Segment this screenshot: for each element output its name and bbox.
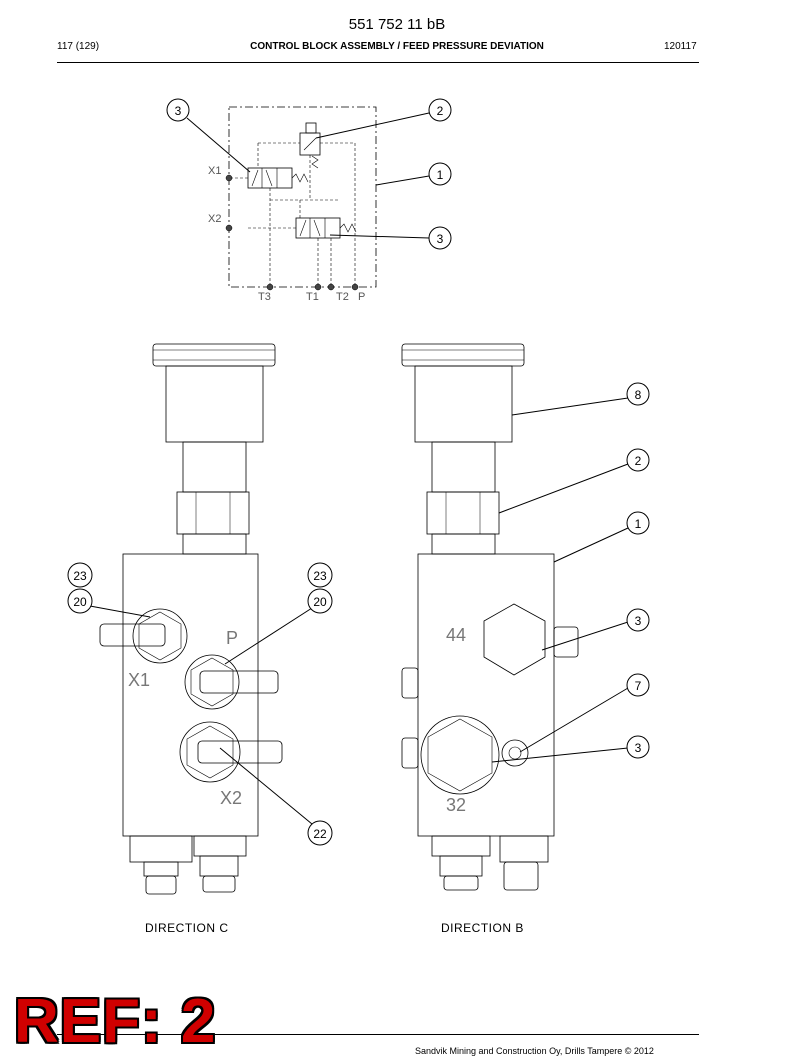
document-code: 551 752 11 bB bbox=[348, 16, 446, 33]
view-b-callout-3-lower: 3 bbox=[626, 735, 650, 759]
body-label-x2: X2 bbox=[220, 788, 242, 808]
body-label-x1: X1 bbox=[128, 670, 150, 690]
view-direction-c: P X1 X2 23 20 23 20 22 bbox=[67, 343, 333, 895]
svg-text:2: 2 bbox=[437, 104, 444, 118]
header-rule bbox=[57, 62, 699, 63]
svg-text:1: 1 bbox=[437, 168, 444, 182]
svg-text:3: 3 bbox=[635, 741, 642, 755]
view-direction-b: 44 32 8 2 1 3 7 bbox=[401, 343, 650, 891]
view-c-callout-23-right: 23 bbox=[307, 562, 333, 588]
view-b-callout-7: 7 bbox=[626, 673, 650, 697]
svg-text:1: 1 bbox=[635, 517, 642, 531]
caption-direction-c: DIRECTION C bbox=[145, 921, 229, 935]
view-b-callout-3-upper: 3 bbox=[626, 608, 650, 632]
svg-text:8: 8 bbox=[635, 388, 642, 402]
svg-text:20: 20 bbox=[313, 595, 327, 609]
view-c-callout-20-left: 20 bbox=[67, 588, 93, 614]
ref-stamp: REF: 2 bbox=[14, 987, 217, 1056]
svg-text:20: 20 bbox=[73, 595, 87, 609]
svg-text:2: 2 bbox=[635, 454, 642, 468]
schematic-callout-2: 2 bbox=[428, 98, 452, 122]
schematic-callout-3-top: 3 bbox=[166, 98, 190, 122]
view-b-callout-1: 1 bbox=[626, 511, 650, 535]
footer-rule bbox=[57, 1034, 699, 1035]
svg-text:23: 23 bbox=[313, 569, 327, 583]
hydraulic-schematic: X1 X2 T3 T1 T2 P 3 2 1 3 bbox=[166, 98, 452, 303]
caption-direction-b: DIRECTION B bbox=[441, 921, 524, 935]
svg-text:23: 23 bbox=[73, 569, 87, 583]
svg-text:3: 3 bbox=[437, 232, 444, 246]
svg-text:3: 3 bbox=[175, 104, 182, 118]
page-number: 117 (129) bbox=[57, 41, 100, 52]
view-b-callout-8: 8 bbox=[626, 382, 650, 406]
port-label-t2: T2 bbox=[336, 291, 349, 303]
view-c-callout-20-right: 20 bbox=[307, 588, 333, 614]
body-label-p: P bbox=[226, 628, 238, 648]
schematic-callout-3-bottom: 3 bbox=[428, 226, 452, 250]
page-title: CONTROL BLOCK ASSEMBLY / FEED PRESSURE D… bbox=[250, 41, 544, 52]
port-label-p: P bbox=[358, 291, 365, 303]
schematic-callout-1: 1 bbox=[428, 162, 452, 186]
view-c-callout-23-left: 23 bbox=[67, 562, 93, 588]
svg-text:3: 3 bbox=[635, 614, 642, 628]
port-label-x1: X1 bbox=[208, 165, 221, 177]
svg-text:7: 7 bbox=[635, 679, 642, 693]
body-label-32: 32 bbox=[446, 795, 466, 815]
port-label-x2: X2 bbox=[208, 213, 221, 225]
date-code: 120117 bbox=[664, 41, 697, 52]
view-c-callout-22: 22 bbox=[307, 820, 333, 846]
svg-text:22: 22 bbox=[313, 827, 327, 841]
view-b-callout-2: 2 bbox=[626, 448, 650, 472]
footer-copyright: Sandvik Mining and Construction Oy, Dril… bbox=[415, 1046, 654, 1056]
body-label-44: 44 bbox=[446, 625, 466, 645]
port-label-t1: T1 bbox=[306, 291, 319, 303]
port-label-t3: T3 bbox=[258, 291, 271, 303]
